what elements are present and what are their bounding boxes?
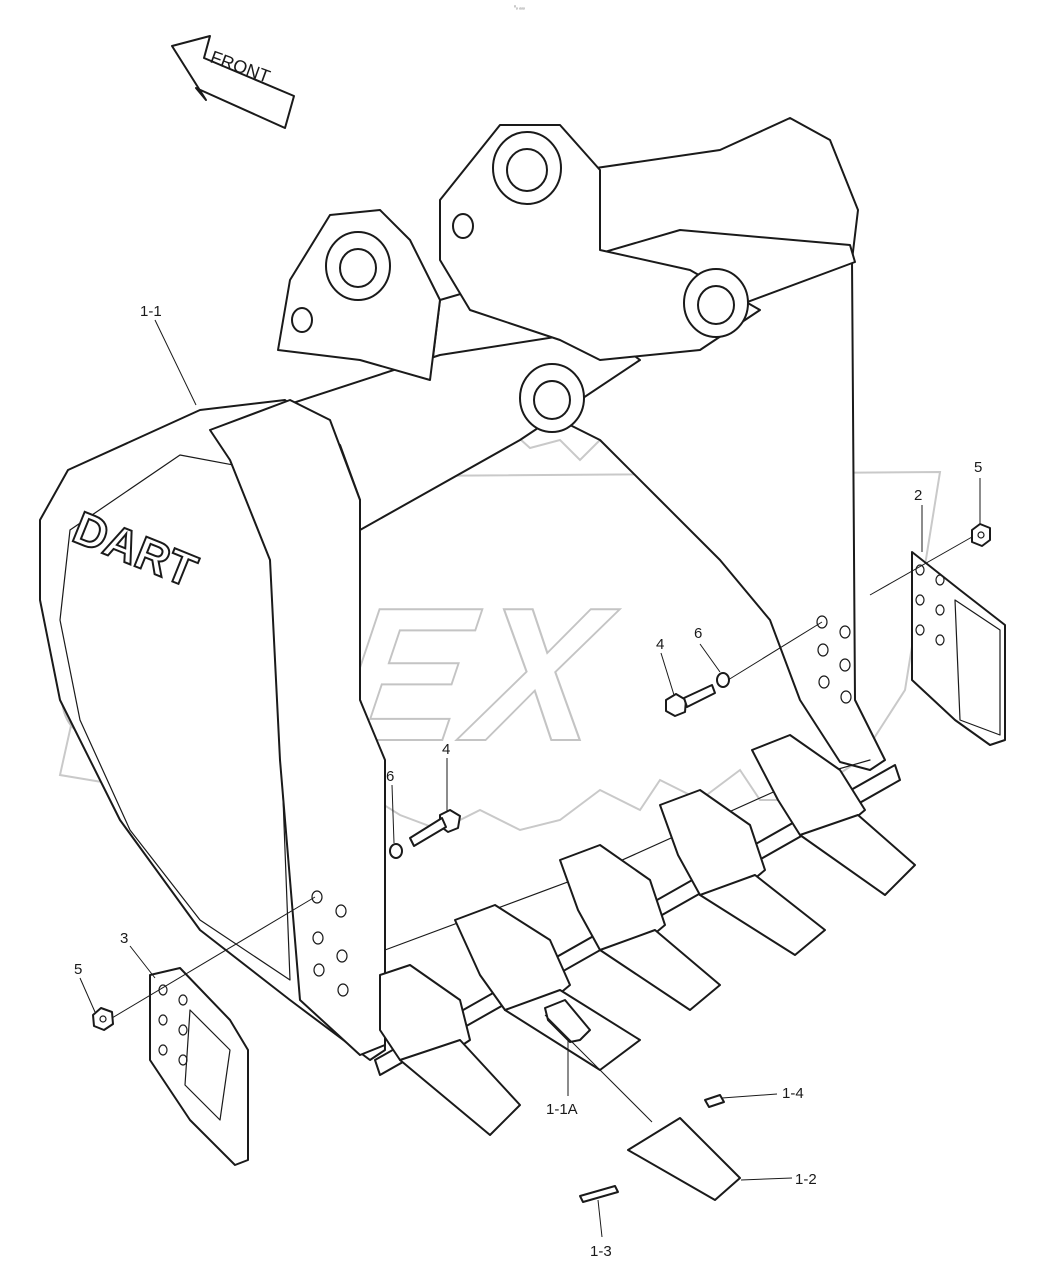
callout-1-1: 1-1	[140, 303, 162, 320]
pin-boss-3	[683, 268, 749, 338]
callouts: 1-1 2 5 3 5 4 4 6 6 1-1A 1-2 1-3 1-4	[74, 303, 982, 1260]
bolt-right	[665, 684, 716, 717]
tooth-4	[659, 789, 826, 956]
hex-nut-left	[92, 1007, 114, 1031]
washer-left	[389, 843, 403, 859]
callout-1-1A: 1-1A	[546, 1101, 578, 1118]
header-mark: ⁰ₒ ₒₒₒ	[514, 5, 525, 11]
pin-boss-1	[325, 231, 391, 301]
callout-4-left: 4	[442, 741, 450, 758]
callout-2: 2	[914, 487, 922, 504]
washer-right	[716, 672, 730, 688]
callout-4-right: 4	[656, 636, 664, 653]
bracket-hole-right	[452, 213, 474, 239]
front-arrow: FRONT	[171, 35, 295, 129]
adapter-1-1A	[544, 999, 591, 1043]
callout-6-left: 6	[386, 768, 394, 785]
pin-boss-2	[492, 131, 562, 205]
callout-5-left: 5	[74, 961, 82, 978]
callout-1-4: 1-4	[782, 1085, 804, 1102]
front-arrow-shape	[171, 35, 295, 129]
callout-6-right: 6	[694, 625, 702, 642]
leader-lines	[79, 319, 981, 1238]
hex-nut-right	[971, 523, 991, 547]
tooth-5	[751, 734, 916, 896]
side-cutter-right	[911, 551, 1006, 746]
callout-5-right: 5	[974, 459, 982, 476]
callout-1-2: 1-2	[795, 1171, 817, 1188]
retainer-1-4	[704, 1094, 725, 1108]
bolt-left	[409, 809, 461, 847]
callout-3: 3	[120, 930, 128, 947]
right-bolt-holes	[816, 615, 852, 704]
bracket-hole-left	[291, 307, 313, 333]
teeth-row	[379, 734, 916, 1136]
tooth-tip-1-2	[627, 1117, 741, 1201]
tooth-1	[379, 964, 521, 1136]
left-bolt-holes	[311, 890, 349, 997]
pin-boss-4	[519, 363, 585, 433]
linkage-brackets	[277, 124, 761, 433]
side-cutter-left	[149, 967, 249, 1166]
tooth-3	[559, 844, 721, 1011]
left-wear-strip	[209, 399, 386, 1056]
pin-1-3	[579, 1185, 619, 1203]
callout-1-3: 1-3	[590, 1243, 612, 1260]
